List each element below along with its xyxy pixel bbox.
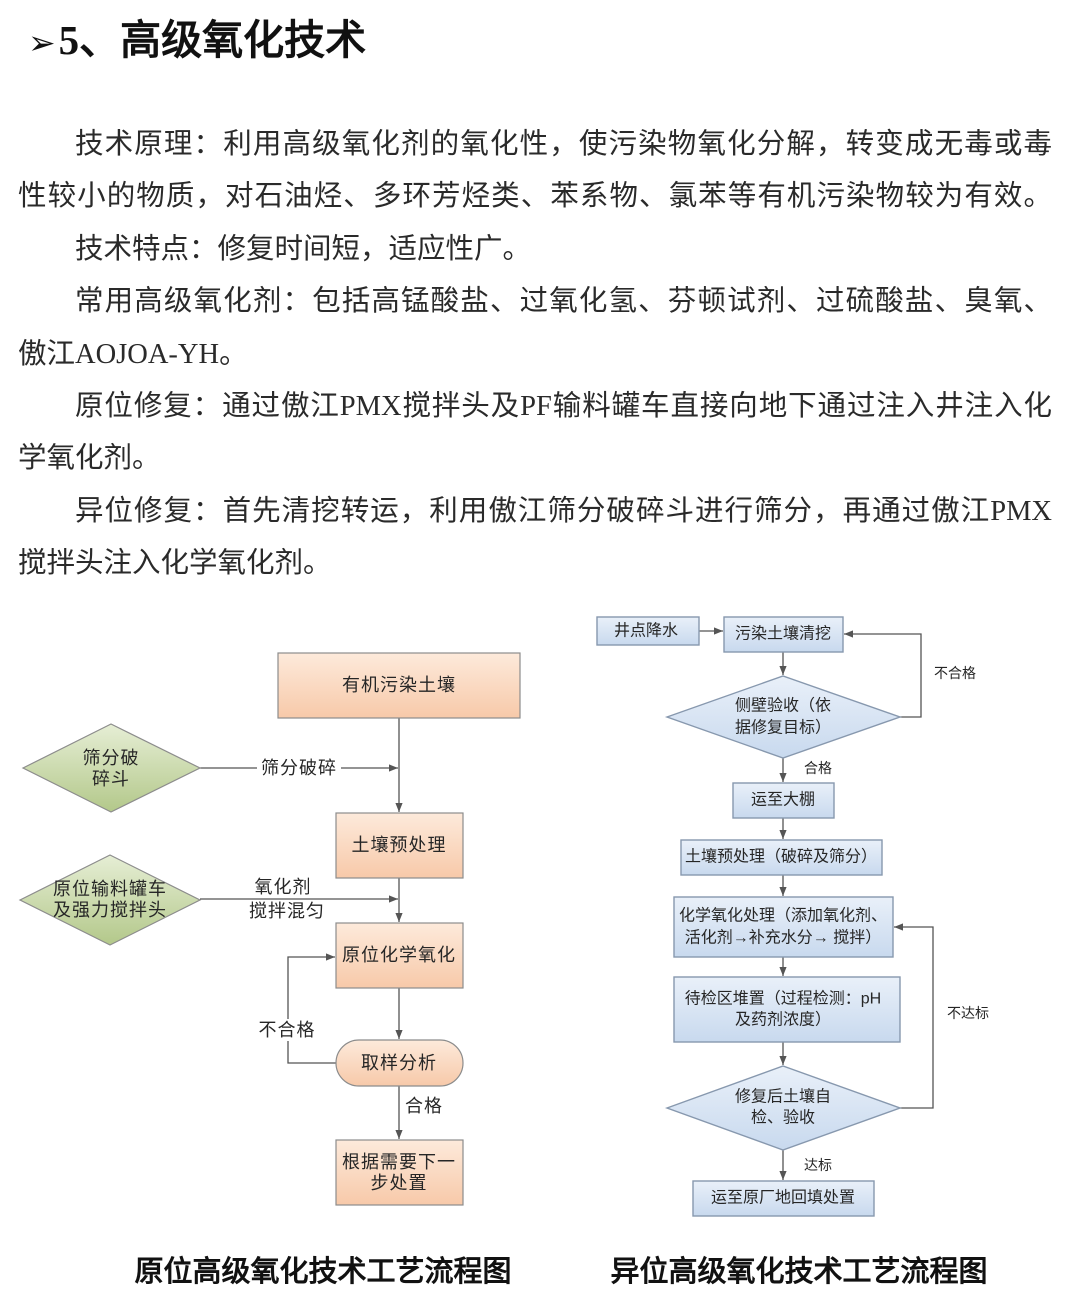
label-background bbox=[257, 757, 341, 779]
node-box bbox=[335, 812, 464, 879]
edge-label-screening: 筛分破碎 bbox=[261, 758, 337, 778]
text-line: 学氧化剂。 bbox=[18, 443, 161, 475]
node-label: 碎斗 bbox=[92, 769, 130, 789]
node-box bbox=[596, 616, 700, 646]
node-contaminated-soil: 有机污染土壤 bbox=[277, 652, 521, 719]
text-line: 搅拌头注入化学氧化剂。 bbox=[18, 548, 332, 580]
edge-label-mixing: 搅拌混匀 bbox=[249, 901, 325, 921]
edge-label-fail: 不合格 bbox=[934, 665, 976, 681]
node-box bbox=[335, 1139, 464, 1206]
node-diamond bbox=[21, 723, 202, 813]
node-label: 运至原厂地回填处置 bbox=[711, 1189, 855, 1207]
node-box bbox=[673, 896, 894, 958]
node-label: 土壤预处理 bbox=[352, 835, 447, 855]
node-label: 原位输料罐车 bbox=[53, 879, 167, 899]
node-label: 侧壁验收（依 bbox=[735, 696, 831, 715]
connector-self-check-fail-loop bbox=[894, 923, 934, 1109]
edge-label-not-met: 不达标 bbox=[947, 1005, 989, 1021]
node-transport-to-shed: 运至大棚 bbox=[732, 782, 835, 819]
node-label: 及药剂浓度） bbox=[735, 1011, 831, 1029]
node-backfill: 运至原厂地回填处置 bbox=[692, 1180, 875, 1217]
node-box bbox=[723, 616, 844, 653]
edge-label-pass: 合格 bbox=[405, 1096, 443, 1116]
node-label: 及强力搅拌头 bbox=[53, 900, 167, 920]
node-diamond bbox=[664, 1065, 903, 1151]
node-label: 污染土壤清挖 bbox=[735, 624, 831, 643]
ex-situ-connectors bbox=[699, 627, 934, 1180]
node-box bbox=[277, 652, 521, 719]
node-diamond bbox=[664, 675, 903, 759]
text-line: 原位修复：通过傲江PMX搅拌头及PF输料罐车直接向地下通过注入井注入化 bbox=[75, 390, 1052, 422]
node-label: 步处置 bbox=[371, 1173, 428, 1193]
node-label: 待检区堆置（过程检测：pH bbox=[685, 990, 881, 1008]
edge-label-oxidant: 氧化剂 bbox=[255, 877, 312, 897]
node-label: 根据需要下一 bbox=[342, 1152, 456, 1172]
node-chemical-oxidation: 化学氧化处理（添加氧化剂、 活化剂→补充水分→ 搅拌） bbox=[673, 896, 894, 958]
node-feeder-mixer: 原位输料罐车 及强力搅拌头 bbox=[18, 854, 202, 946]
connector-wall-check-fail-loop bbox=[844, 630, 922, 718]
node-label: 井点降水 bbox=[614, 622, 678, 640]
node-label: 修复后土壤自 bbox=[735, 1087, 831, 1106]
node-label: 活化剂→补充水分→ 搅拌） bbox=[685, 929, 881, 947]
text-line: 技术原理：利用高级氧化剂的氧化性，使污染物氧化分解，转变成无毒或毒 bbox=[75, 129, 1052, 160]
edge-label-pass: 合格 bbox=[804, 760, 832, 776]
node-label: 据修复目标） bbox=[735, 719, 831, 737]
body-text: 技术原理：利用高级氧化剂的氧化性，使污染物氧化分解，转变成无毒或毒 性较小的物质… bbox=[18, 119, 1052, 591]
node-box bbox=[673, 976, 901, 1043]
node-terminator bbox=[335, 1039, 464, 1087]
text-line: 技术特点：修复时间短，适应性广。 bbox=[75, 233, 532, 265]
node-label: 筛分破 bbox=[83, 748, 140, 768]
node-side-wall-check: 侧壁验收（依 据修复目标） bbox=[664, 675, 903, 759]
node-box bbox=[335, 922, 464, 989]
node-next-disposal: 根据需要下一 步处置 bbox=[335, 1139, 464, 1206]
node-label: 运至大棚 bbox=[751, 791, 815, 809]
node-pretreatment: 土壤预处理 bbox=[335, 812, 464, 879]
node-self-check: 修复后土壤自 检、验收 bbox=[664, 1065, 903, 1151]
label-background bbox=[256, 1019, 320, 1041]
section-title: 5、高级氧化技术 bbox=[58, 17, 367, 63]
text-line: 异位修复：首先清挖转运，利用傲江筛分破碎斗进行筛分，再通过傲江PMX bbox=[75, 495, 1052, 527]
text-line: 傲江AOJOA-YH。 bbox=[18, 338, 248, 370]
node-diamond bbox=[18, 854, 202, 946]
text-line: 性较小的物质，对石油烃、多环芳烃类、苯系物、氯苯等有机污染物较为有效。 bbox=[18, 181, 1052, 213]
node-staging-area: 待检区堆置（过程检测：pH 及药剂浓度） bbox=[673, 976, 901, 1043]
node-box bbox=[680, 839, 883, 876]
paragraph-features: 技术特点：修复时间短，适应性广。 bbox=[18, 224, 1052, 276]
paragraph-principle: 技术原理：利用高级氧化剂的氧化性，使污染物氧化分解，转变成无毒或毒 性较小的物质… bbox=[18, 119, 1052, 224]
edge-label-met: 达标 bbox=[804, 1157, 832, 1173]
paragraph-in-situ: 原位修复：通过傲江PMX搅拌头及PF输料罐车直接向地下通过注入井注入化 学氧化剂… bbox=[18, 381, 1052, 486]
connector-fail-loop bbox=[287, 953, 336, 1064]
caption-ex-situ-flowchart: 异位高级氧化技术工艺流程图 bbox=[610, 1256, 988, 1288]
node-box bbox=[692, 1180, 875, 1217]
ex-situ-flowchart: 井点降水 污染土壤清挖 侧壁验收（依 据修复目标） 不合格 合格 运至大棚 土壤… bbox=[596, 616, 989, 1217]
text-line: 常用高级氧化剂：包括高锰酸盐、过氧化氢、芬顿试剂、过硫酸盐、臭氧、 bbox=[75, 286, 1052, 318]
node-soil-pretreatment: 土壤预处理（破碎及筛分） bbox=[680, 839, 883, 876]
node-label: 化学氧化处理（添加氧化剂、 bbox=[679, 907, 887, 925]
edge-label-fail: 不合格 bbox=[259, 1020, 316, 1040]
in-situ-flowchart: 有机污染土壤 筛分破 碎斗 筛分破碎 土壤预处理 原位输料罐车 及强力搅拌头 氧… bbox=[18, 652, 521, 1206]
caption-in-situ-flowchart: 原位高级氧化技术工艺流程图 bbox=[134, 1256, 512, 1288]
arrow-bullet-icon: ➢ bbox=[28, 23, 56, 62]
node-screening-bucket: 筛分破 碎斗 bbox=[21, 723, 202, 813]
node-soil-excavation: 污染土壤清挖 bbox=[723, 616, 844, 653]
node-label: 取样分析 bbox=[361, 1053, 437, 1073]
node-in-situ-oxidation: 原位化学氧化 bbox=[335, 922, 464, 989]
node-label: 土壤预处理（破碎及筛分） bbox=[685, 847, 877, 866]
node-well-point-dewatering: 井点降水 bbox=[596, 616, 700, 646]
section-heading: ➢5、高级氧化技术 bbox=[28, 14, 366, 66]
paragraph-ex-situ: 异位修复：首先清挖转运，利用傲江筛分破碎斗进行筛分，再通过傲江PMX 搅拌头注入… bbox=[18, 486, 1052, 591]
node-box bbox=[732, 782, 835, 819]
node-label: 有机污染土壤 bbox=[342, 675, 456, 695]
node-label: 原位化学氧化 bbox=[342, 945, 456, 965]
node-label: 检、验收 bbox=[751, 1109, 815, 1127]
paragraph-oxidants: 常用高级氧化剂：包括高锰酸盐、过氧化氢、芬顿试剂、过硫酸盐、臭氧、 傲江AOJO… bbox=[18, 276, 1052, 381]
node-sampling-analysis: 取样分析 bbox=[335, 1039, 464, 1087]
